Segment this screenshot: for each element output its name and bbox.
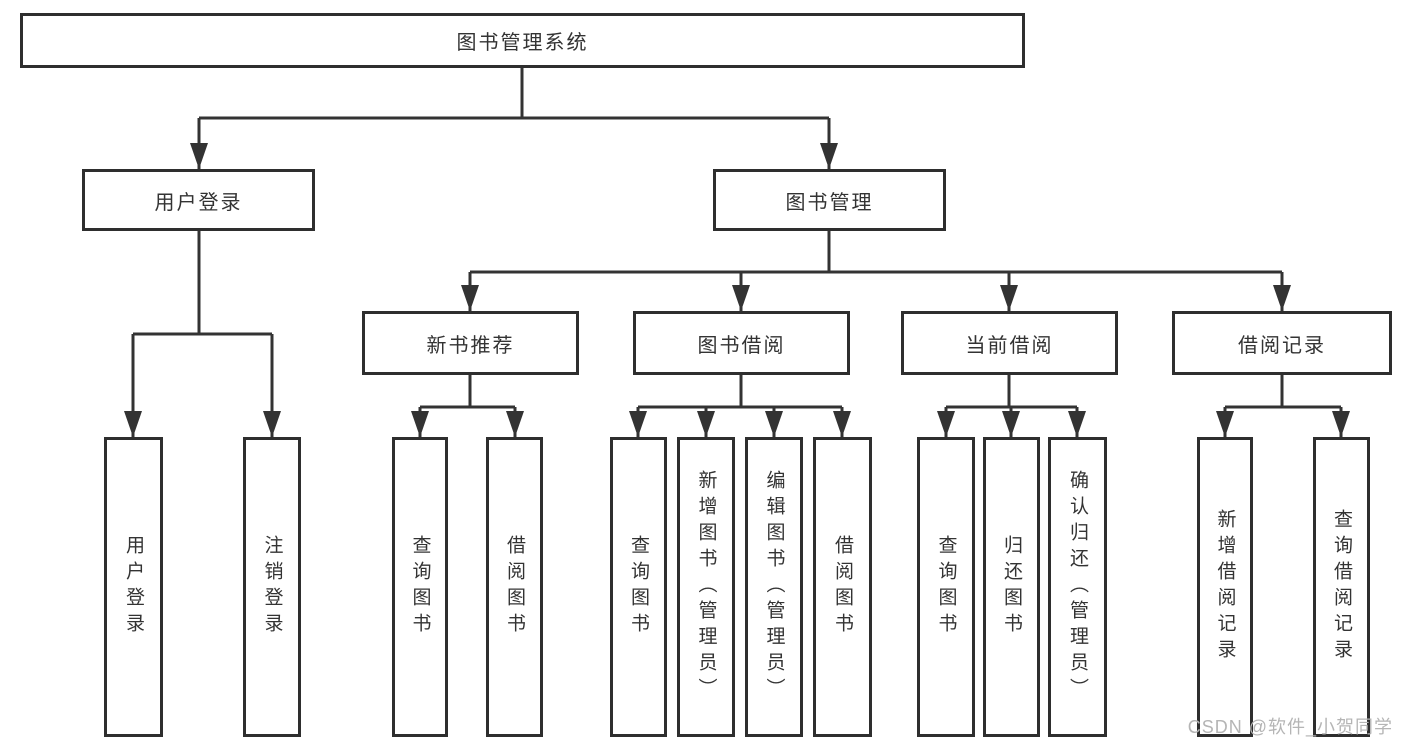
arrowhead-icon [937,411,955,437]
leaf-recommend-borrow-book-label: 借阅图书 [504,535,525,639]
arrowhead-icon [506,411,524,437]
leaf-borrow-edit-book-admin-label: 编辑图书（管理员） [763,470,785,704]
arrowhead-icon [1068,411,1086,437]
arrowhead-icon [124,411,142,437]
node-current-borrow: 当前借阅 [901,311,1118,375]
leaf-borrow-edit-book-admin: 编辑图书（管理员） [745,437,803,737]
connector-root-to-level2 [197,68,831,169]
leaf-current-query-book-label: 查询图书 [935,535,957,639]
node-new-book-recommend: 新书推荐 [362,311,579,375]
arrowhead-icon [1216,411,1234,437]
node-user-login-label: 用户登录 [154,191,243,214]
arrowheads [124,143,1350,437]
leaf-current-return-book-label: 归还图书 [1001,535,1022,639]
leaf-borrow-borrow-book: 借阅图书 [813,437,872,737]
node-borrow-records: 借阅记录 [1172,311,1392,375]
arrowhead-icon [765,411,783,437]
leaf-records-query-record-label: 查询借阅记录 [1331,509,1352,665]
node-user-login: 用户登录 [82,169,315,231]
leaf-borrow-borrow-book-label: 借阅图书 [832,535,853,639]
connector-bookmgmt-to-level3 [468,231,1284,311]
leaf-borrow-query-book: 查询图书 [610,437,667,737]
leaf-current-return-book: 归还图书 [983,437,1040,737]
connector-borrow-to-leaves [636,375,844,437]
node-root: 图书管理系统 [20,13,1025,68]
node-new-book-recommend-label: 新书推荐 [426,334,515,357]
watermark: CSDN @软件_小贺同学 [1187,717,1393,737]
connector-userlogin-to-leaves [131,231,274,437]
arrowhead-icon [820,143,838,169]
leaf-records-add-record: 新增借阅记录 [1197,437,1253,737]
arrowhead-icon [263,411,281,437]
leaf-current-confirm-return-admin: 确认归还（管理员） [1048,437,1107,737]
leaf-records-add-record-label: 新增借阅记录 [1214,509,1236,665]
arrowhead-icon [190,143,208,169]
connector-recommend-to-leaves [418,375,517,437]
leaf-borrow-add-book-admin-label: 新增图书（管理员） [695,470,717,704]
arrowhead-icon [1002,411,1020,437]
leaf-logout: 注销登录 [243,437,301,737]
leaf-recommend-query-book-label: 查询图书 [409,535,431,639]
leaf-recommend-borrow-book: 借阅图书 [486,437,543,737]
arrowhead-icon [1273,285,1291,311]
node-book-borrow-label: 图书借阅 [697,334,786,357]
node-book-management-label: 图书管理 [785,191,874,214]
leaf-user-login-label: 用户登录 [123,535,144,639]
node-book-management: 图书管理 [713,169,946,231]
node-root-label: 图书管理系统 [456,32,589,54]
connector-records-to-leaves [1223,375,1343,437]
node-borrow-records-label: 借阅记录 [1238,334,1326,357]
arrowhead-icon [629,411,647,437]
node-book-borrow: 图书借阅 [633,311,850,375]
leaf-current-confirm-return-admin-label: 确认归还（管理员） [1067,470,1088,704]
leaf-borrow-query-book-label: 查询图书 [628,535,649,639]
arrowhead-icon [697,411,715,437]
arrowhead-icon [732,285,750,311]
arrowhead-icon [461,285,479,311]
leaf-records-query-record: 查询借阅记录 [1313,437,1370,737]
arrowhead-icon [1000,285,1018,311]
leaf-borrow-add-book-admin: 新增图书（管理员） [677,437,735,737]
leaf-recommend-query-book: 查询图书 [392,437,448,737]
arrowhead-icon [833,411,851,437]
arrowhead-icon [411,411,429,437]
node-current-borrow-label: 当前借阅 [965,334,1054,357]
leaf-current-query-book: 查询图书 [917,437,975,737]
leaf-logout-label: 注销登录 [261,535,283,639]
leaf-user-login: 用户登录 [104,437,163,737]
arrowhead-icon [1332,411,1350,437]
